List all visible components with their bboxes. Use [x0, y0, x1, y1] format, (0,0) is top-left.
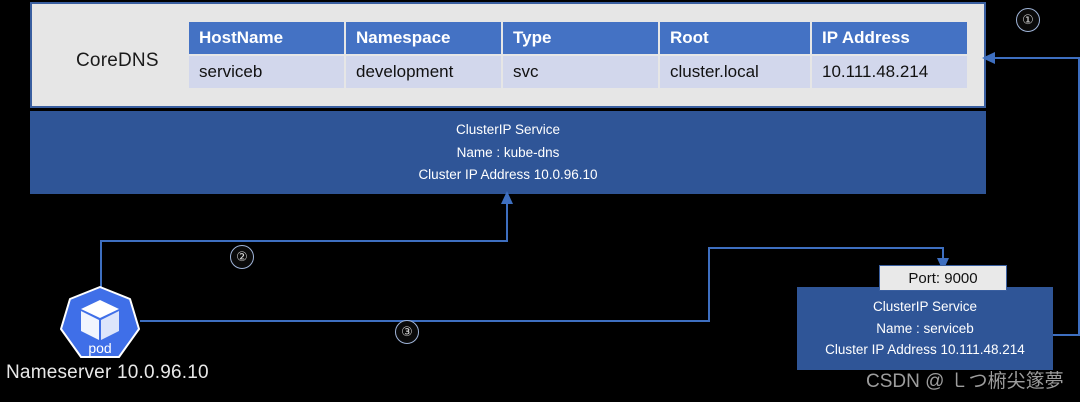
serviceb-service-block: ClusterIP Service Name : serviceb Cluste…: [797, 287, 1053, 370]
kubedns-service-block: ClusterIP Service Name : kube-dns Cluste…: [30, 111, 986, 194]
kubedns-service-title: ClusterIP Service: [455, 122, 561, 138]
dns-records-table: HostName Namespace Type Root IP Address …: [187, 20, 969, 90]
wire-1-top: [994, 57, 1079, 59]
column-header-type: Type: [503, 22, 658, 54]
arrowhead-2-icon: [501, 191, 513, 204]
column-header-namespace: Namespace: [346, 22, 501, 54]
serviceb-service-ip: Cluster IP Address 10.111.48.214: [825, 342, 1025, 358]
wire-3-up: [708, 247, 710, 322]
cell-namespace: development: [346, 56, 501, 88]
cell-type: svc: [503, 56, 658, 88]
wire-2-up: [506, 202, 508, 242]
column-header-ipaddress: IP Address: [812, 22, 967, 54]
coredns-panel: CoreDNS HostName Namespace Type Root IP …: [30, 2, 986, 108]
serviceb-service-title: ClusterIP Service: [872, 299, 978, 315]
wire-3-down: [942, 247, 944, 260]
nameserver-label: Nameserver 10.0.96.10: [6, 362, 209, 383]
cell-ipaddress: 10.111.48.214: [812, 56, 967, 88]
marker-3: ③: [395, 320, 419, 344]
cell-hostname: serviceb: [189, 56, 344, 88]
serviceb-port-label: Port: 9000: [908, 269, 978, 287]
table-row: serviceb development svc cluster.local 1…: [189, 56, 967, 88]
csdn-watermark: CSDN @ ㇄つ椨尖篴夢: [866, 371, 1064, 392]
wire-2-horizontal: [100, 240, 508, 242]
table-header-row: HostName Namespace Type Root IP Address: [189, 22, 967, 54]
coredns-label: CoreDNS: [76, 50, 159, 71]
serviceb-port-box: Port: 9000: [879, 265, 1007, 291]
column-header-hostname: HostName: [189, 22, 344, 54]
wire-1-right: [1078, 57, 1080, 336]
kubedns-service-name: Name : kube-dns: [456, 144, 560, 160]
wire-2-left: [100, 240, 102, 290]
pod-icon-label: pod: [88, 340, 111, 356]
marker-2: ②: [230, 245, 254, 269]
column-header-root: Root: [660, 22, 810, 54]
wire-3-top: [708, 247, 944, 249]
cell-root: cluster.local: [660, 56, 810, 88]
serviceb-service-name: Name : serviceb: [876, 320, 974, 336]
wire-3-horizontal: [140, 320, 710, 322]
marker-1: ①: [1016, 8, 1040, 32]
kubedns-service-ip: Cluster IP Address 10.0.96.10: [418, 167, 598, 183]
arrowhead-1-icon: [982, 52, 995, 64]
pod-icon: pod: [57, 285, 143, 361]
arrowhead-3-icon: [937, 258, 949, 271]
